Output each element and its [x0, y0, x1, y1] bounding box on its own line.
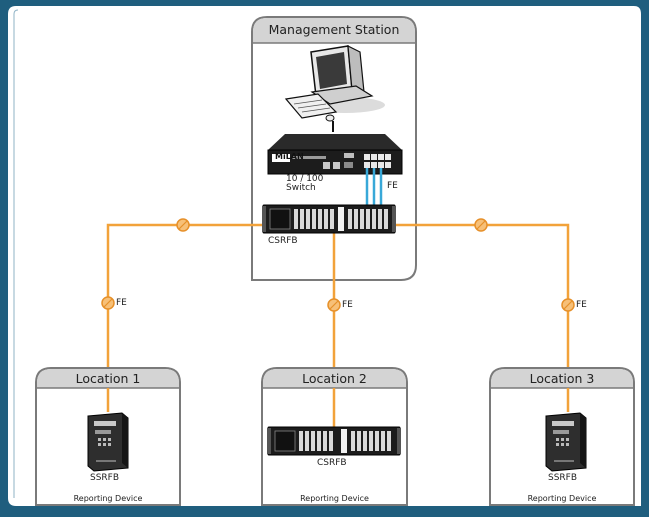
- link-marker-top-right: [474, 218, 488, 232]
- csrfb-management-label: CSRFB: [268, 236, 298, 246]
- fe-label-left: FE: [116, 298, 127, 308]
- link-marker-left-fe: [101, 296, 115, 310]
- location-1-title: Location 1: [75, 371, 141, 386]
- switch-icon: [267, 134, 403, 175]
- fe-label-center: FE: [342, 300, 353, 310]
- link-marker-right-fe: [561, 298, 575, 312]
- switch-brand-label: MiLAN: [275, 152, 304, 161]
- location-1-role-label: Reporting Device: [73, 494, 143, 503]
- ssrfb-device-icon-1: [87, 412, 129, 472]
- fiber-fe-label: FE: [387, 181, 398, 191]
- panel-shadow: [13, 9, 19, 498]
- computer-icon: [284, 44, 385, 132]
- location-2-device-label: CSRFB: [317, 458, 347, 468]
- switch-label-line2: Switch: [286, 183, 316, 193]
- fiber-links: [365, 168, 383, 208]
- fe-label-right: FE: [576, 300, 587, 310]
- location-2-title: Location 2: [302, 371, 367, 386]
- csrfb-chassis-icon: [262, 204, 396, 234]
- location-3-role-label: Reporting Device: [527, 494, 597, 503]
- link-marker-center-fe: [327, 298, 341, 312]
- link-right: [396, 223, 570, 372]
- management-station-title: Management Station: [268, 22, 400, 37]
- ssrfb-device-icon-3: [545, 412, 587, 472]
- switch-label-line1: 10 / 100: [286, 174, 324, 184]
- link-left: [106, 223, 265, 372]
- location-3-title: Location 3: [529, 371, 595, 386]
- link-markers: [101, 218, 575, 312]
- link-marker-top-left: [176, 218, 190, 232]
- location-1-device-label: SSRFB: [90, 473, 120, 483]
- location-2-role-label: Reporting Device: [300, 494, 369, 503]
- location-3-device-label: SSRFB: [548, 473, 578, 483]
- csrfb-device-icon-2: [267, 426, 401, 456]
